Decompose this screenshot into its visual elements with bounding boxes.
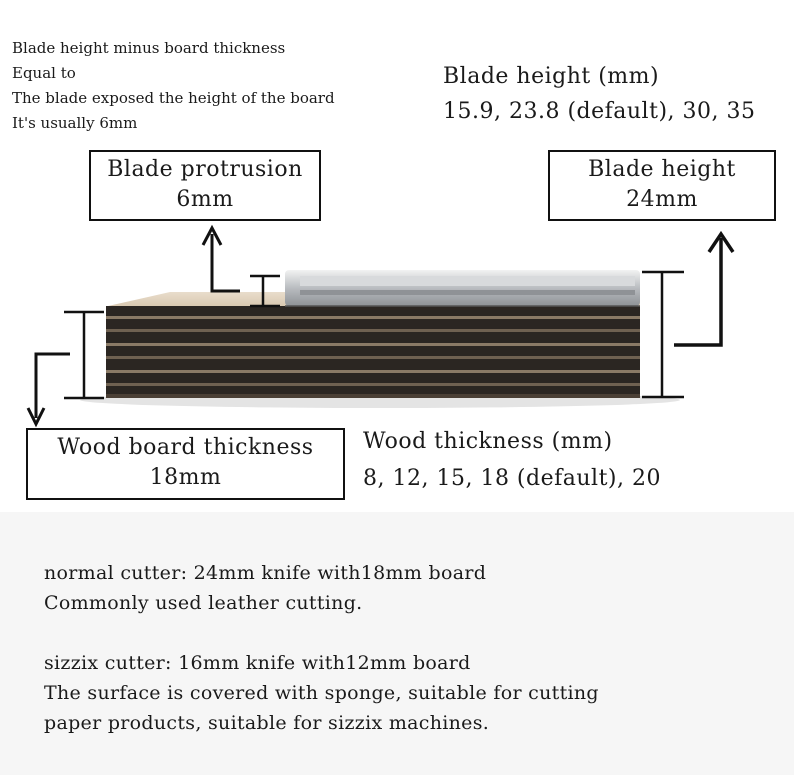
note-line-3: The blade exposed the height of the boar… <box>12 89 335 107</box>
blade-height-box: Blade height 24mm <box>548 150 776 221</box>
note-line-4: It's usually 6mm <box>12 114 138 132</box>
wood-board-thickness-value: 18mm <box>149 465 222 490</box>
wood-thickness-options-values: 8, 12, 15, 18 (default), 20 <box>363 466 661 491</box>
normal-cutter-line-2: Commonly used leather cutting. <box>44 592 363 614</box>
blade-height-arrow <box>674 230 735 347</box>
blade-protrusion-label: Blade protrusion <box>107 157 303 182</box>
blade-protrusion-value: 6mm <box>176 187 234 212</box>
blade <box>285 270 640 307</box>
blade-height-marker <box>642 270 684 399</box>
blade-protrusion-box: Blade protrusion 6mm <box>89 150 321 221</box>
note-line-1: Blade height minus board thickness <box>12 39 286 57</box>
sizzix-cutter-line-3: paper products, suitable for sizzix mach… <box>44 712 490 734</box>
blade-height-label: Blade height <box>588 157 736 182</box>
wood-board-thickness-box: Wood board thickness 18mm <box>26 428 345 500</box>
blade-height-value: 24mm <box>626 187 698 212</box>
sizzix-cutter-line-2: The surface is covered with sponge, suit… <box>44 682 599 704</box>
protrusion-marker <box>250 274 280 308</box>
blade-height-options-values: 15.9, 23.8 (default), 30, 35 <box>443 99 756 124</box>
wood-thickness-marker <box>64 310 104 400</box>
sizzix-cutter-line-1: sizzix cutter: 16mm knife with12mm board <box>44 652 471 674</box>
blade-height-options-title: Blade height (mm) <box>443 64 660 89</box>
wood-thickness-options-title: Wood thickness (mm) <box>363 429 613 454</box>
board-side-layers <box>106 306 640 398</box>
normal-cutter-line-1: normal cutter: 24mm knife with18mm board <box>44 562 487 584</box>
description-section: normal cutter: 24mm knife with18mm board… <box>0 512 794 775</box>
die-board-illustration <box>26 224 735 428</box>
note-line-2: Equal to <box>12 64 76 82</box>
protrusion-arrow <box>201 224 240 293</box>
wood-thickness-arrow <box>26 352 70 428</box>
wood-board-thickness-label: Wood board thickness <box>57 435 314 460</box>
